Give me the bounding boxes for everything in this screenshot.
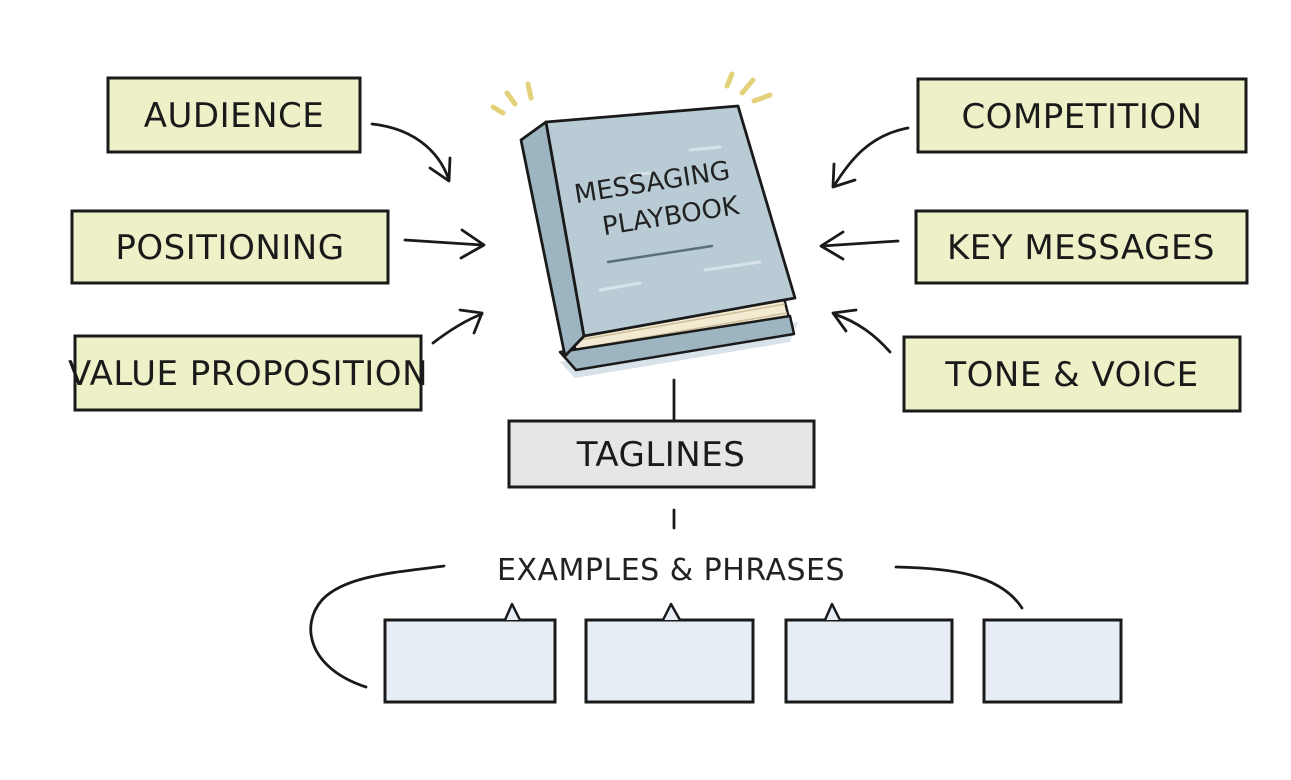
example-cards bbox=[383, 602, 1123, 704]
book-cover-texture bbox=[598, 145, 762, 292]
book-cover bbox=[544, 104, 797, 338]
example-card-2-box bbox=[584, 618, 755, 704]
arrow-competition bbox=[832, 126, 910, 188]
arrow-value-proposition bbox=[431, 312, 484, 345]
input-positioning-label: POSITIONING bbox=[115, 228, 344, 268]
arrows bbox=[370, 122, 910, 354]
input-value-proposition-label: VALUE PROPOSITION bbox=[68, 354, 428, 394]
arrow-tone-and-voice-head bbox=[831, 308, 858, 333]
example-card-2-tab bbox=[661, 602, 682, 621]
input-value-proposition: VALUE PROPOSITION bbox=[68, 334, 428, 412]
arrow-audience bbox=[370, 122, 451, 182]
book-title-underline bbox=[606, 244, 714, 264]
taglines-box bbox=[507, 419, 816, 489]
input-key-messages: KEY MESSAGES bbox=[914, 209, 1249, 285]
arrow-positioning bbox=[403, 238, 484, 247]
input-tone-and-voice-label: TONE & VOICE bbox=[944, 355, 1198, 395]
input-tone-and-voice-box bbox=[902, 335, 1242, 413]
arrow-competition-head bbox=[831, 162, 857, 189]
input-competition-box bbox=[916, 77, 1248, 154]
arrow-tone-and-voice bbox=[832, 312, 892, 354]
taglines-node: TAGLINES bbox=[507, 419, 816, 489]
book-spark-right-icon bbox=[724, 71, 773, 104]
input-competition: COMPETITION bbox=[916, 77, 1248, 154]
book-spark-left-icon bbox=[490, 81, 534, 116]
arrow-audience-head bbox=[428, 156, 452, 183]
input-positioning-box bbox=[70, 209, 390, 285]
examples-bracket-right bbox=[894, 565, 1024, 610]
book-back-cover bbox=[558, 314, 796, 372]
example-card-1 bbox=[383, 602, 557, 704]
example-card-3 bbox=[784, 602, 954, 704]
example-card-1-tab bbox=[503, 602, 522, 621]
example-card-1-box bbox=[383, 618, 557, 704]
input-audience: AUDIENCE bbox=[106, 76, 362, 154]
example-card-3-tab bbox=[823, 602, 842, 621]
input-audience-box bbox=[106, 76, 362, 154]
input-competition-label: COMPETITION bbox=[961, 97, 1202, 137]
example-card-2 bbox=[584, 602, 755, 704]
example-card-4-box bbox=[982, 618, 1123, 704]
taglines-label: TAGLINES bbox=[576, 435, 746, 475]
arrow-positioning-head bbox=[459, 228, 486, 260]
arrow-key-messages bbox=[820, 239, 900, 248]
example-card-3-box bbox=[784, 618, 954, 704]
examples-bracket-left bbox=[309, 564, 446, 689]
input-tone-and-voice: TONE & VOICE bbox=[902, 335, 1242, 413]
book-icon: MESSAGING PLAYBOOK bbox=[490, 71, 798, 378]
input-key-messages-box bbox=[914, 209, 1249, 285]
input-audience-label: AUDIENCE bbox=[144, 96, 325, 136]
examples-label: EXAMPLES & PHRASES bbox=[497, 553, 845, 588]
arrow-key-messages-head bbox=[819, 230, 845, 261]
input-key-messages-label: KEY MESSAGES bbox=[947, 228, 1215, 268]
arrow-value-proposition-head bbox=[458, 308, 484, 335]
input-value-proposition-box bbox=[73, 334, 423, 412]
example-card-4 bbox=[982, 618, 1123, 704]
input-positioning: POSITIONING bbox=[70, 209, 390, 285]
